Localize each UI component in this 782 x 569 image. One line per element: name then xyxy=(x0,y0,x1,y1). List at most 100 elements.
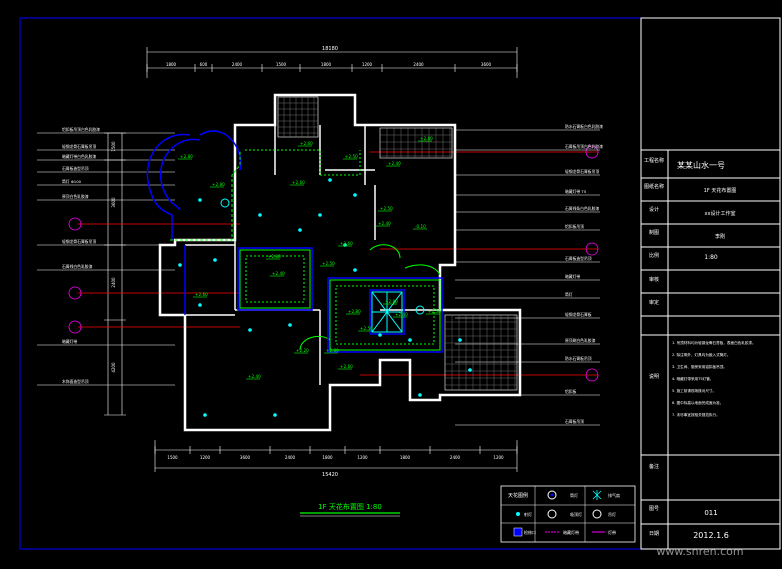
ceiling-level: +2.20 xyxy=(296,348,309,353)
downlight-center-icon xyxy=(550,493,554,497)
drawing-title: 1F 天花布置图 1:80 xyxy=(318,502,382,511)
dim-value: 1200 xyxy=(357,455,368,460)
left-note: 轻钢龙骨石膏板吊顶 xyxy=(62,144,96,149)
ceiling-level: +2.80 xyxy=(180,154,193,159)
spotlight-icon xyxy=(516,512,520,516)
right-note: 石膏板造型吊顶 xyxy=(565,256,592,261)
pendant-icon xyxy=(592,509,602,519)
ceiling-outlines xyxy=(170,149,441,351)
left-note: 暗藏灯带 xyxy=(62,339,77,344)
design-value: xx设计工作室 xyxy=(705,210,736,217)
right-note: 铝扣板 xyxy=(565,389,577,394)
date-value: 2012.1.6 xyxy=(693,531,729,540)
exhaust-fan-icon xyxy=(592,490,602,500)
dim-value: 1800 xyxy=(166,62,177,67)
draw-label: 制图 xyxy=(649,229,659,236)
legend-header: 天花图例 xyxy=(508,492,528,499)
right-note: 轻钢龙骨石膏板 xyxy=(565,312,592,317)
ceiling-level: +2.60 xyxy=(292,180,305,185)
ceiling-levels: +2.80 +2.60 +2.50 +2.80 +2.60 +2.40 +2.80 +2.50… xyxy=(178,136,441,380)
dim-value: 1200 xyxy=(493,455,504,460)
drawing-name: 1F 天花布置图 xyxy=(704,187,737,194)
ceiling-level: +2.50 xyxy=(360,326,373,331)
exhaust-fan xyxy=(415,305,425,315)
right-note: 防水石膏板吊顶 xyxy=(565,356,592,361)
left-note: 石膏板造型吊顶 xyxy=(62,166,89,171)
downlight xyxy=(353,193,357,197)
dimension-left xyxy=(107,133,123,415)
scale-value: 1:80 xyxy=(704,254,718,261)
legend-item: 检修口 xyxy=(524,529,536,535)
note-line: 3. 卫生间、厨房采用铝扣板吊顶。 xyxy=(672,364,727,369)
left-note: 铝扣板吊顶白色乳胶漆 xyxy=(62,127,100,132)
dimension-bottom xyxy=(154,440,518,472)
ceiling-level: +2.60 xyxy=(340,241,353,246)
left-note: 暗藏灯带白色乳胶漆 xyxy=(62,154,96,159)
downlight xyxy=(458,338,462,342)
axis-bubbles xyxy=(68,145,599,382)
legend-item: 射灯 xyxy=(524,511,532,517)
downlight-icon xyxy=(547,490,557,500)
ceiling-level: +2.80 xyxy=(326,348,339,353)
downlight xyxy=(468,368,472,372)
right-note: 石膏线条白色乳胶漆 xyxy=(565,206,599,211)
legend-item: 吊灯 xyxy=(608,511,616,517)
general-notes: 1. 吊顶材料均为轻钢龙骨石膏板，表面白色乳胶漆。 2. 除注明外，灯具均为嵌入式… xyxy=(672,340,756,417)
watermark: www.snren.com xyxy=(656,545,743,558)
downlight xyxy=(298,228,302,232)
ceiling-level: +2.40 xyxy=(248,374,261,379)
legend-item: 暗藏灯带 xyxy=(563,529,579,535)
sheet-label: 图号 xyxy=(649,506,659,512)
dim-value: 2400 xyxy=(413,62,424,67)
approve-label: 审定 xyxy=(649,299,659,306)
ceiling-level: +2.40 xyxy=(378,221,391,226)
ceiling-level: +2.60 xyxy=(300,141,313,146)
design-label: 设计 xyxy=(649,206,659,213)
note-line: 1. 吊顶材料均为轻钢龙骨石膏板，表面白色乳胶漆。 xyxy=(672,340,756,345)
ceiling-level: +2.60 xyxy=(340,364,353,369)
legend-item: 灯带 xyxy=(608,529,616,535)
dim-value: 3600 xyxy=(111,197,116,208)
dimension-top xyxy=(146,47,518,78)
ceiling-level: +2.50 xyxy=(380,206,393,211)
downlight xyxy=(328,178,332,182)
right-note: 石膏板吊顶白色乳胶漆 xyxy=(565,144,603,149)
downlight xyxy=(203,413,207,417)
left-note: 筒灯 Φ100 xyxy=(62,179,82,184)
ceiling-level: +2.50 xyxy=(345,154,358,159)
ceiling-level: +2.50 xyxy=(428,309,441,314)
dim-value: 1500 xyxy=(167,455,178,460)
ceiling-level: -0.10 xyxy=(415,224,426,229)
dim-value: 2400 xyxy=(111,277,116,288)
downlight xyxy=(318,213,322,217)
legend-item: 吸顶灯 xyxy=(570,511,582,517)
downlight xyxy=(408,338,412,342)
dim-value: 1500 xyxy=(111,141,116,152)
right-note: 石膏板吊顶 xyxy=(565,419,584,424)
ceiling-level: +2.80 xyxy=(348,309,361,314)
legend-item: 排气扇 xyxy=(608,492,620,498)
downlight xyxy=(273,413,277,417)
dim-value: 2400 xyxy=(450,455,461,460)
dim-value: 1800 xyxy=(400,455,411,460)
note-line: 2. 除注明外，灯具均为嵌入式筒灯。 xyxy=(672,352,730,357)
ceiling-lamp-icon xyxy=(547,509,557,519)
dim-value: 1800 xyxy=(322,455,333,460)
right-note: 暗藏灯带 xyxy=(565,274,580,279)
legend: 天花图例 筒灯 排气扇 射灯 吸顶灯 吊灯 检修口 暗藏灯带 灯带 xyxy=(500,485,636,543)
right-note: 铝扣板吊顶 xyxy=(565,224,584,229)
left-note: 轻钢龙骨石膏板吊顶 xyxy=(62,239,96,244)
dim-value: 2400 xyxy=(285,455,296,460)
draw-value: 李刚 xyxy=(715,233,725,240)
ceiling-level: +2.50 xyxy=(322,261,335,266)
downlight xyxy=(258,213,262,217)
ceiling-level: +2.80 xyxy=(385,299,398,304)
notes-label: 说明 xyxy=(649,373,659,380)
exhaust-fan xyxy=(220,198,230,208)
downlight xyxy=(213,258,217,262)
